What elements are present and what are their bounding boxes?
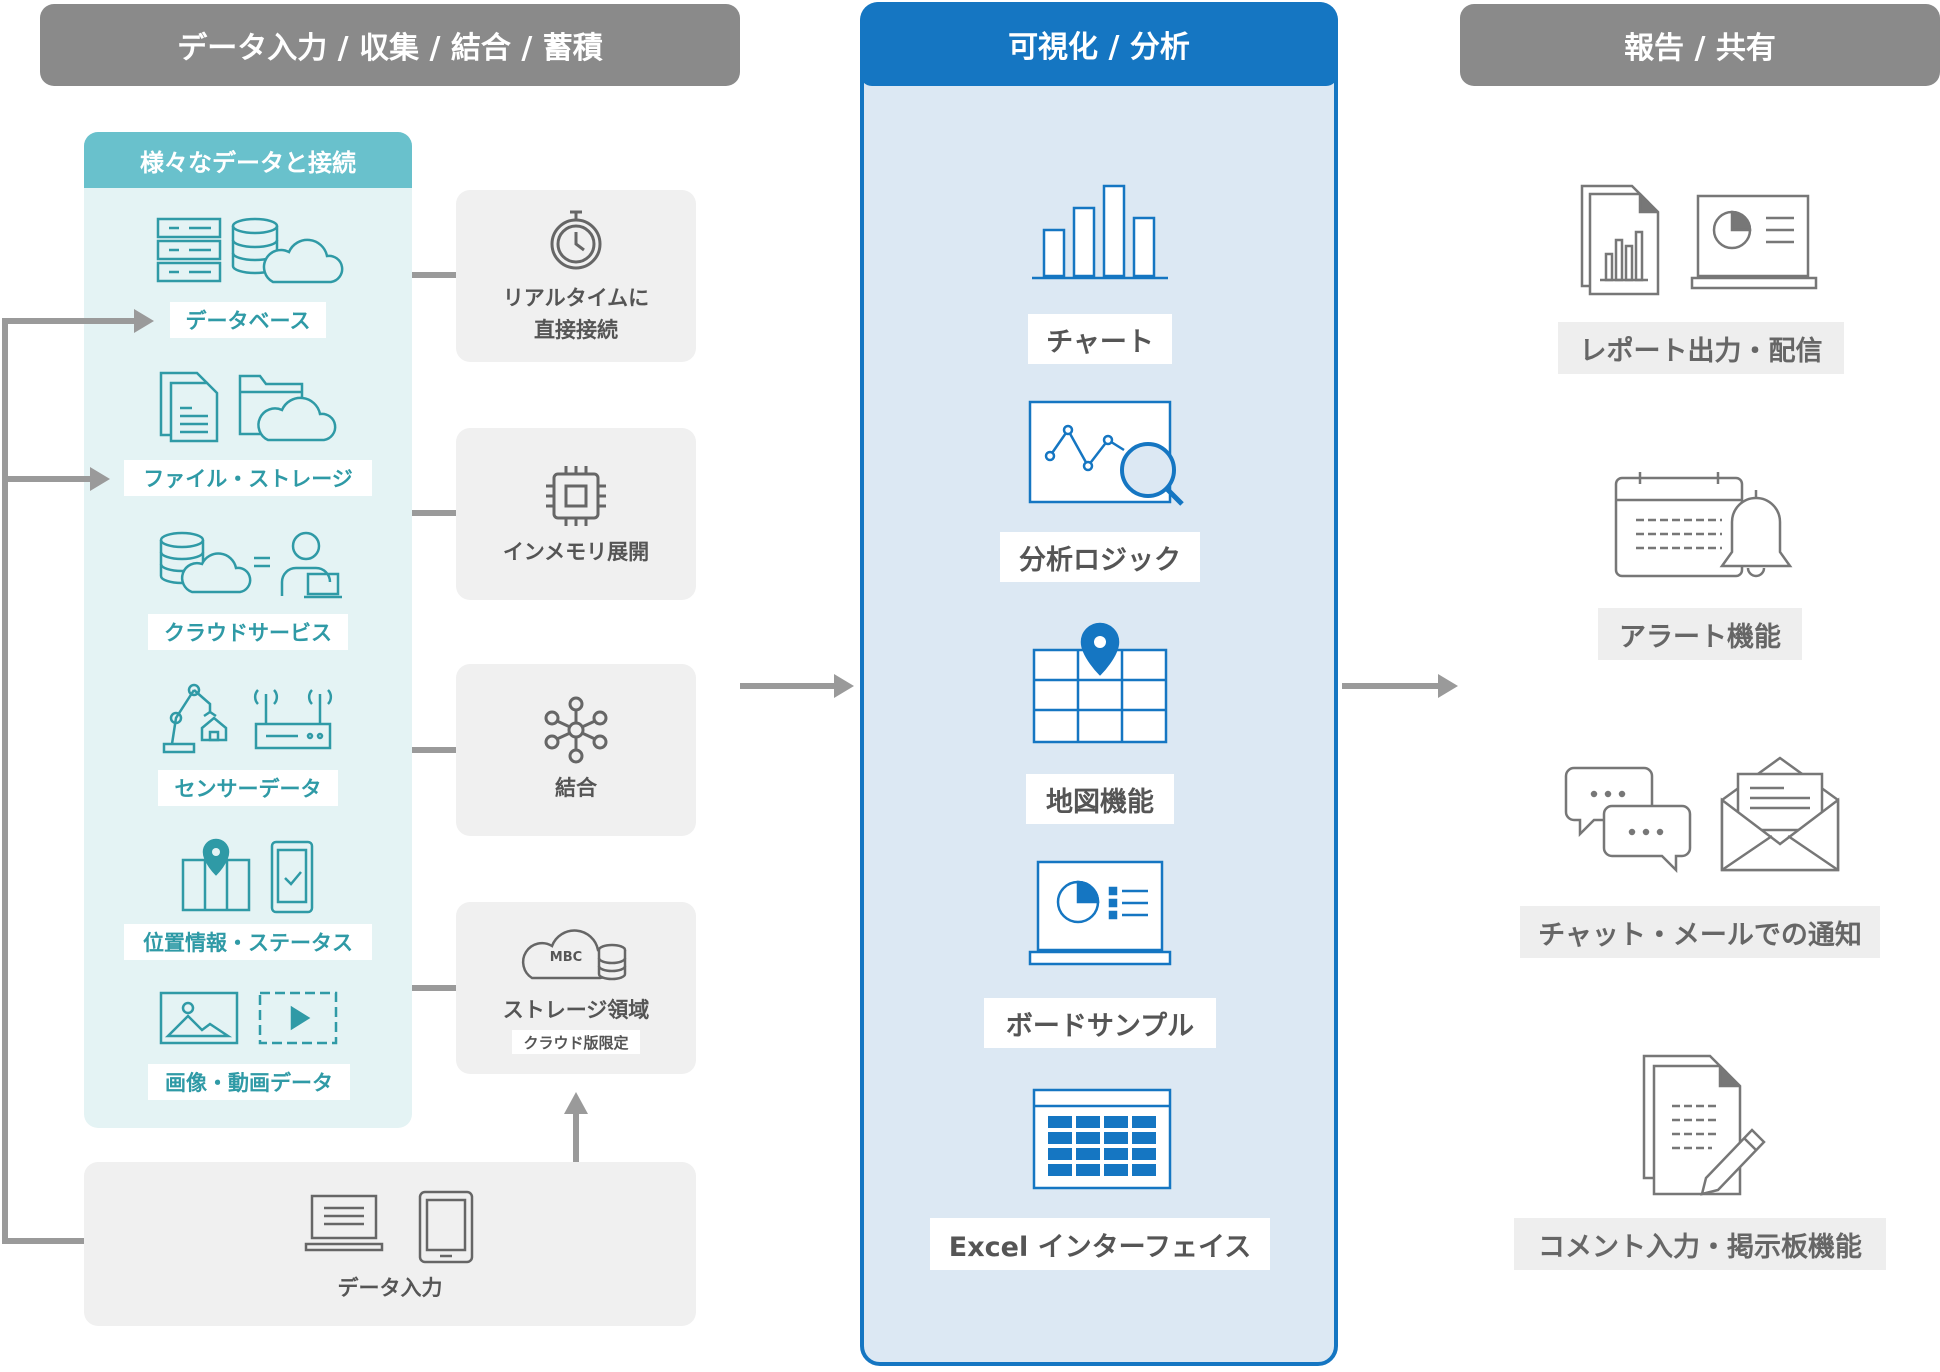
arrow-up-storage-head [564,1092,588,1114]
map-grid-icon [1032,622,1168,744]
realtime-label-1: リアルタイムに [502,286,650,310]
source-label-image-video: 画像・動画データ [148,1064,350,1100]
join-network-icon [544,696,608,764]
inmemory-label: インメモリ展開 [502,540,650,564]
arrow-to-report-line [1342,683,1442,689]
chat-mail-icon [1564,756,1840,874]
report-label-output: レポート出力・配信 [1558,322,1844,374]
visual-label-analysis-logic: 分析ロジック [1000,532,1200,582]
storage-label: ストレージ領域 [502,998,650,1022]
visual-label-excel: Excel インターフェイス [930,1218,1270,1270]
alert-calendar-bell-icon [1614,472,1793,578]
source-label-sensor: センサーデータ [158,770,338,806]
analysis-magnifier-icon [1028,400,1184,506]
join-label: 結合 [555,776,597,800]
connector-inmemory [412,510,456,516]
visual-label-chart: チャート [1028,314,1172,364]
header-visualize: 可視化 / 分析 [860,2,1338,86]
inmemory-panel [456,428,696,600]
location-status-icon [181,838,314,914]
board-laptop-icon [1028,860,1172,966]
report-output-icon [1580,184,1818,296]
arrow-to-database-head [134,309,154,333]
arrow-to-report-head [1438,674,1458,698]
data-input-loop-bottom [2,1238,86,1244]
connector-join [412,747,456,753]
laptop-tablet-icon [304,1190,474,1264]
header-report: 報告 / 共有 [1460,4,1940,86]
arrow-to-visualize-line [740,683,838,689]
cloud-service-icon [159,531,342,599]
connector-storage [412,985,456,991]
cloud-storage-icon [521,929,627,981]
mbc-badge: MBC [549,950,583,965]
source-label-database: データベース [170,302,326,338]
data-input-loop-line [2,318,8,1242]
sensor-icon [162,683,333,754]
source-label-location: 位置情報・ステータス [124,924,372,960]
report-label-comment: コメント入力・掲示板機能 [1514,1218,1886,1270]
bar-chart-icon [1032,184,1168,280]
arrow-to-database-line [2,318,138,324]
comment-board-icon [1642,1054,1766,1196]
database-icon [156,217,344,284]
report-label-chat-mail: チャット・メールでの通知 [1520,906,1880,958]
arrow-up-storage-line [573,1112,579,1168]
connector-realtime [412,272,456,278]
file-storage-icon [159,371,337,443]
arrow-to-file-line [2,476,94,482]
report-label-alert: アラート機能 [1598,608,1802,660]
data-input-panel [84,1162,696,1326]
header-collect: データ入力 / 収集 / 結合 / 蓄積 [40,4,740,86]
arrow-to-visualize-head [834,674,854,698]
image-video-icon [159,991,338,1045]
visual-label-map: 地図機能 [1026,774,1174,824]
source-label-cloud-service: クラウドサービス [148,614,348,650]
storage-note: クラウド版限定 [512,1030,640,1054]
arrow-to-file-head [90,467,110,491]
sources-title: 様々なデータと接続 [84,132,412,188]
stopwatch-icon [550,210,602,270]
excel-table-icon [1032,1088,1172,1190]
source-label-file-storage: ファイル・ストレージ [124,460,372,496]
data-input-label: データ入力 [337,1276,443,1300]
realtime-label-2: 直接接続 [534,318,618,342]
memory-chip-icon [546,466,606,526]
visual-label-board: ボードサンプル [984,998,1216,1048]
